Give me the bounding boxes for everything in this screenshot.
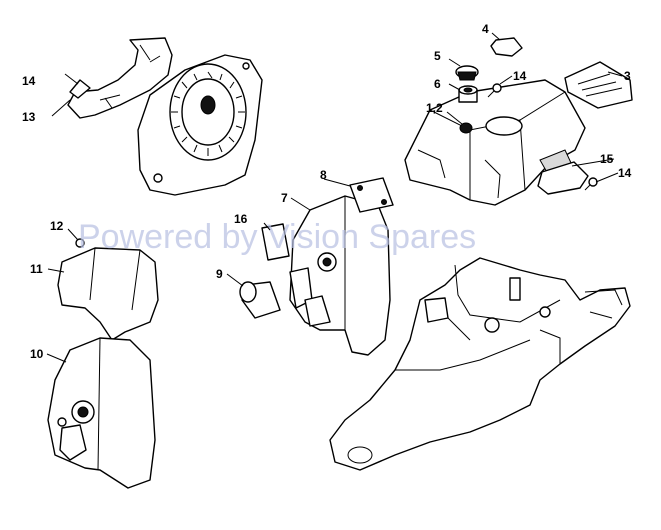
cover-11 — [57, 238, 159, 341]
label-16 — [261, 223, 290, 261]
crankcase-handle — [329, 257, 631, 471]
plate-8 — [349, 177, 394, 213]
screw-14-right — [584, 177, 598, 191]
knob-15 — [537, 161, 589, 195]
callout-14-right: 14 — [618, 166, 632, 180]
callout-15: 15 — [600, 152, 614, 166]
callout-14-left: 14 — [22, 74, 36, 88]
callout-6: 6 — [434, 77, 441, 91]
side-cover-7 — [289, 195, 391, 356]
callout-10: 10 — [30, 347, 44, 361]
screw-14-top — [487, 83, 502, 98]
callout-8: 8 — [320, 168, 327, 182]
air-guide-shroud — [67, 37, 173, 119]
callout-12: 12 — [50, 219, 64, 233]
grommet-6 — [458, 85, 478, 103]
callout-14-top: 14 — [513, 69, 527, 83]
filler-cap-5 — [455, 65, 479, 81]
callout-9: 9 — [216, 267, 223, 281]
callout-13: 13 — [22, 110, 36, 124]
callout-5: 5 — [434, 49, 441, 63]
shroud-top-cover — [404, 79, 586, 206]
plug-4 — [490, 37, 523, 57]
callout-3: 3 — [624, 69, 631, 83]
callout-11: 11 — [30, 262, 43, 276]
callout-16: 16 — [234, 212, 248, 226]
callout-1-2: 1,2 — [426, 101, 443, 115]
watermark: Powered by Vision Spares — [78, 218, 476, 256]
callout-4: 4 — [482, 22, 489, 36]
fan-housing — [137, 54, 263, 196]
cover-10 — [47, 337, 156, 489]
button-9 — [239, 281, 281, 319]
callout-7: 7 — [281, 191, 288, 205]
leader-lines — [46, 32, 623, 363]
filter-element-3 — [564, 61, 633, 109]
